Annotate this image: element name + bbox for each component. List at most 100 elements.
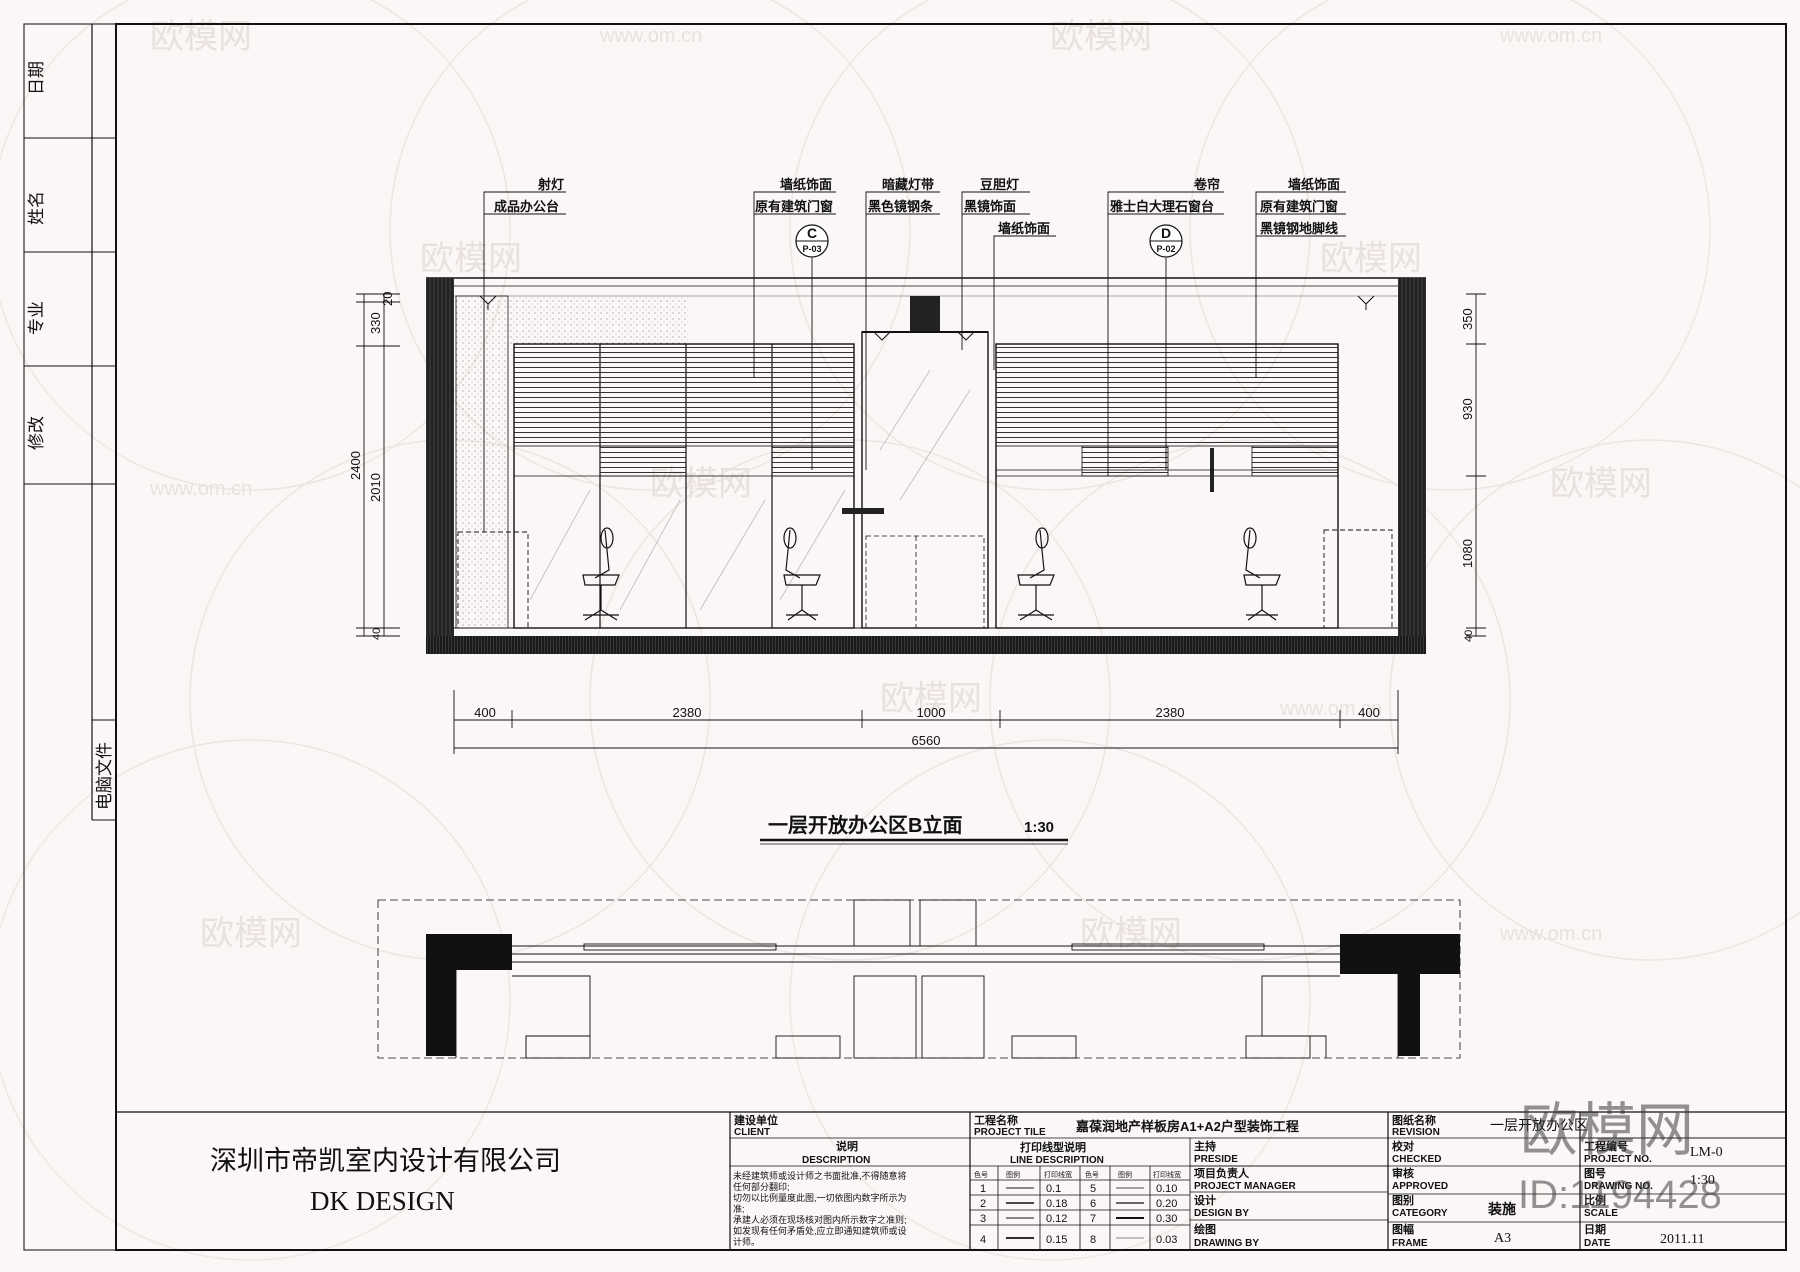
drawing-title-text: 一层开放办公区B立面	[768, 813, 962, 837]
svg-text:SCALE: SCALE	[1584, 1208, 1618, 1219]
svg-text:主持: 主持	[1194, 1139, 1216, 1153]
elevation-drawing	[426, 277, 1426, 654]
watermark-id: ID:1194428	[1518, 1173, 1722, 1217]
svg-text:0.20: 0.20	[1156, 1198, 1177, 1210]
svg-text:0.12: 0.12	[1046, 1213, 1067, 1225]
roller-blind	[995, 343, 1339, 447]
svg-text:FRAME: FRAME	[1392, 1238, 1428, 1249]
callout-label: 暗藏灯带	[882, 177, 934, 192]
svg-text:6560: 6560	[912, 733, 941, 748]
watermark-brand: 欧模网	[880, 680, 982, 718]
wall-left	[426, 278, 454, 654]
svg-text:打印线型说明: 打印线型说明	[1020, 1140, 1086, 1154]
callout-label: 黑镜钢地脚线	[1260, 221, 1338, 236]
callout-label: 墙纸饰面	[1288, 177, 1340, 192]
callout-label: 墙纸饰面	[998, 221, 1050, 236]
svg-text:工程名称: 工程名称	[974, 1113, 1018, 1127]
svg-text:D: D	[1161, 225, 1171, 241]
revision-label: 日期	[27, 61, 46, 95]
svg-text:APPROVED: APPROVED	[1392, 1181, 1448, 1192]
svg-text:日期: 日期	[1584, 1222, 1606, 1236]
project-name: 嘉葆润地产样板房A1+A2户型装饰工程	[1075, 1119, 1299, 1134]
svg-text:DRAWING BY: DRAWING BY	[1194, 1238, 1259, 1249]
svg-text:CLIENT: CLIENT	[734, 1127, 770, 1138]
plan-view	[377, 899, 1461, 1059]
revision-label: 专业	[27, 301, 46, 335]
floor-slab	[426, 636, 1426, 654]
date-value: 2011.11	[1660, 1232, 1704, 1247]
svg-text:0.30: 0.30	[1156, 1213, 1177, 1225]
note-line: 切勿以比例量度此图,一切依图内数字所示为	[733, 1192, 907, 1203]
svg-text:DESIGN BY: DESIGN BY	[1194, 1208, 1249, 1219]
svg-text:P-02: P-02	[1156, 244, 1175, 254]
watermark-brand: 欧模网	[1550, 465, 1652, 503]
callout-label: 射灯	[537, 177, 564, 192]
svg-text:LINE DESCRIPTION: LINE DESCRIPTION	[1010, 1155, 1104, 1166]
svg-text:0.03: 0.03	[1156, 1234, 1177, 1246]
revision-label: 姓名	[27, 191, 46, 225]
office-chairs	[582, 527, 1281, 621]
svg-text:装施: 装施	[1487, 1201, 1516, 1217]
note-line: 计师。	[733, 1236, 760, 1247]
svg-text:930: 930	[1460, 398, 1475, 420]
svg-text:图纸名称: 图纸名称	[1392, 1113, 1436, 1127]
title-block: 深圳市帝凯室内设计有限公司 DK DESIGN 建设单位 CLIENT 说明 D…	[116, 1111, 1786, 1250]
svg-text:图号: 图号	[1584, 1167, 1606, 1180]
watermark-url: www.om.cn	[1279, 698, 1382, 720]
company-name-cn: 深圳市帝凯室内设计有限公司	[210, 1146, 561, 1176]
svg-text:400: 400	[474, 705, 496, 720]
watermark-brand: 欧模网	[1320, 240, 1422, 278]
svg-text:0.10: 0.10	[1156, 1183, 1177, 1195]
callout-label: 黑色镜钢条	[868, 199, 934, 214]
svg-text:330: 330	[368, 312, 383, 334]
section-mark-c: C P-03	[795, 224, 829, 258]
svg-text:A3: A3	[1494, 1231, 1511, 1246]
note-line: 任何部分翻印;	[733, 1181, 790, 1192]
svg-text:设计: 设计	[1194, 1193, 1216, 1207]
callout-label: 原有建筑门窗	[1260, 199, 1338, 214]
svg-text:C: C	[807, 225, 817, 241]
svg-text:4: 4	[980, 1234, 986, 1246]
wall-right	[1398, 278, 1426, 654]
computer-file-label: 电脑文件	[95, 742, 114, 810]
svg-text:说明: 说明	[836, 1139, 858, 1153]
svg-text:P-03: P-03	[802, 244, 821, 254]
revision-panel: 日期 姓名 专业 修改 电脑文件	[24, 24, 116, 821]
office-desks	[457, 529, 1393, 629]
watermark-brand: 欧模网	[1520, 1098, 1694, 1163]
svg-text:2380: 2380	[673, 705, 702, 720]
drawing-title: 一层开放办公区B立面 1:30	[760, 813, 1068, 845]
svg-text:图例: 图例	[1118, 1170, 1132, 1179]
svg-text:400: 400	[1358, 705, 1380, 720]
watermark-url: www.om.cn	[599, 25, 702, 47]
svg-text:色号: 色号	[974, 1170, 988, 1179]
callout-label: 墙纸饰面	[780, 177, 832, 192]
office-chair	[1243, 527, 1281, 621]
svg-text:0.15: 0.15	[1046, 1234, 1067, 1246]
callout-label: 卷帘	[1194, 177, 1220, 192]
note-line: 未经建筑师或设计师之书面批准,不得随意将	[733, 1170, 907, 1181]
svg-text:2: 2	[980, 1198, 986, 1210]
window-left	[513, 343, 855, 629]
office-chair	[783, 527, 821, 621]
svg-text:8: 8	[1090, 1234, 1096, 1246]
svg-text:350: 350	[1460, 308, 1475, 330]
svg-text:5: 5	[1090, 1183, 1096, 1195]
svg-text:图幅: 图幅	[1392, 1222, 1414, 1236]
line-table: 1 0.1 5 0.10 2 0.18 6 0.20 3 0.12 7 0.30…	[980, 1183, 1177, 1246]
dimensions-right: 350 930 1080 40	[1460, 293, 1486, 642]
watermark-overlay: 欧模网 ID:1194428	[1518, 1098, 1722, 1217]
svg-text:2380: 2380	[1156, 705, 1185, 720]
note-line: 承建人必须在现场核对图内所示数字之准则;	[733, 1214, 907, 1225]
svg-text:工程编号: 工程编号	[1584, 1139, 1628, 1153]
watermark-url: www.om.cn	[1499, 25, 1602, 47]
watermark-url: www.om.cn	[1499, 923, 1602, 945]
svg-text:打印线宽: 打印线宽	[1044, 1170, 1072, 1179]
office-chair	[582, 527, 620, 621]
svg-text:DESCRIPTION: DESCRIPTION	[802, 1155, 870, 1166]
svg-text:REVISION: REVISION	[1392, 1127, 1440, 1138]
drawing-name-value: 一层开放办公区	[1490, 1117, 1588, 1133]
callouts: 射灯 成品办公台 墙纸饰面 原有建筑门窗 暗藏灯带 黑色镜钢条 豆胆灯 黑镜饰面…	[483, 177, 1346, 532]
watermark-url: www.om.cn	[149, 478, 252, 500]
